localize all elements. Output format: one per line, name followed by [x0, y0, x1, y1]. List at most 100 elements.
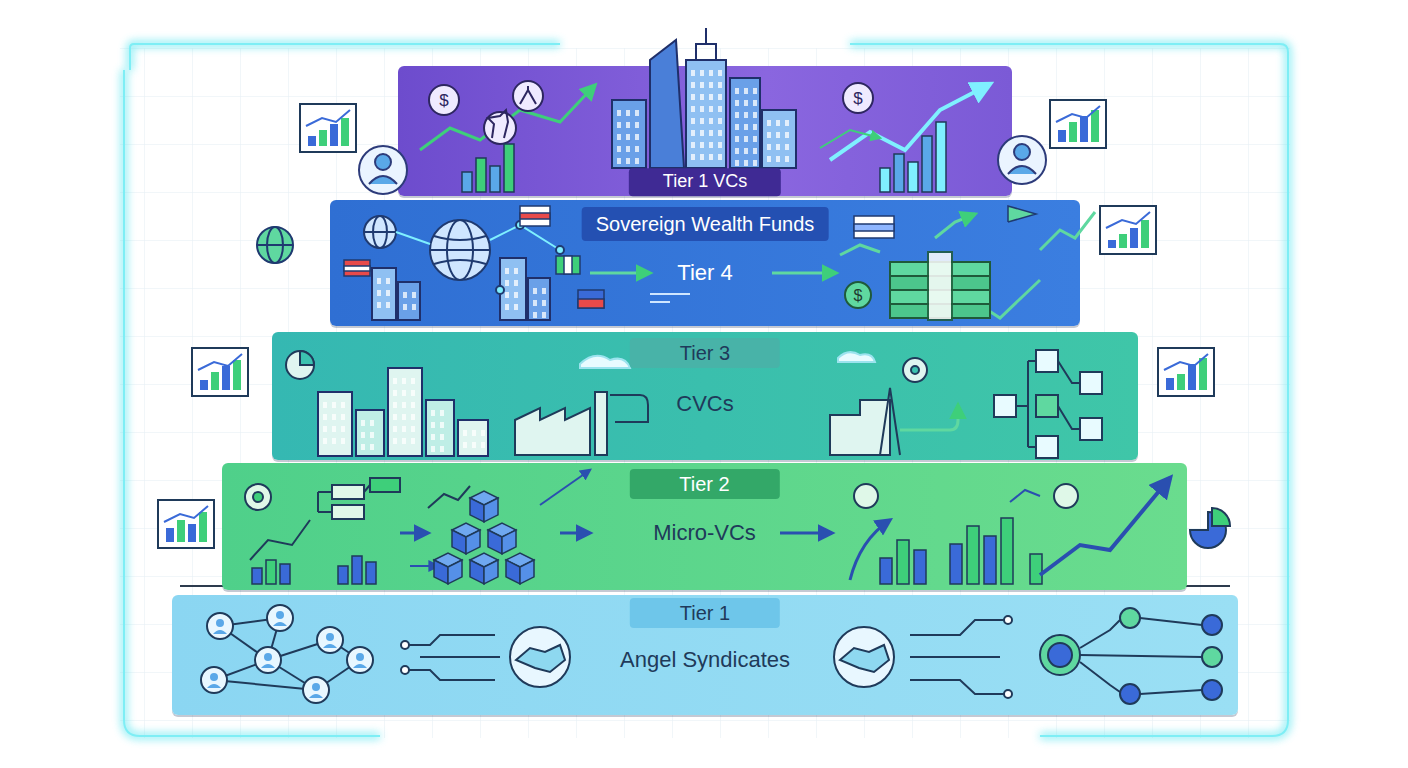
decor-circle	[1004, 690, 1012, 698]
decor-rect	[505, 280, 509, 286]
decor-rect	[341, 402, 345, 408]
decor-rect	[635, 146, 639, 152]
decor-path	[273, 622, 287, 626]
decor-rect	[744, 148, 748, 154]
decor-rect	[1036, 436, 1058, 458]
decor-rect	[578, 290, 604, 308]
decor-circle	[513, 81, 543, 111]
decor-rect	[386, 278, 390, 284]
decor-circle	[911, 366, 919, 374]
decor-rect	[500, 258, 526, 320]
decor-rect	[481, 430, 485, 436]
chart-icons	[158, 100, 1214, 548]
decor-polyline	[1056, 106, 1100, 122]
decor-rect	[472, 430, 476, 436]
decor-rect	[411, 378, 415, 384]
decor-circle	[201, 667, 227, 693]
decor-rect	[1108, 240, 1116, 248]
decor-rect	[528, 278, 550, 320]
decor-circle	[326, 633, 334, 641]
decor-rect	[595, 392, 607, 455]
decor-rect	[199, 512, 207, 542]
decor-rect	[776, 120, 780, 126]
decor-path	[353, 664, 367, 668]
decor-rect	[691, 118, 695, 124]
decor-rect	[332, 414, 336, 420]
decor-rect	[709, 118, 713, 124]
decor-rect	[691, 94, 695, 100]
decor-circle	[1120, 608, 1140, 628]
decor-rect	[854, 216, 894, 238]
decor-rect	[402, 378, 406, 384]
skyline	[318, 28, 796, 456]
decor-polyline	[980, 280, 1040, 318]
band-title: Angel Syndicates	[620, 647, 790, 673]
tier-band: Tier 1 VCs	[398, 66, 1012, 196]
decor-rect	[626, 158, 630, 164]
decor-rect	[533, 300, 537, 306]
decor-circle	[556, 246, 564, 254]
decor-line	[220, 626, 268, 660]
decor-rect	[762, 110, 796, 168]
decor-polyline	[420, 85, 595, 150]
decor-path	[261, 664, 275, 668]
people-network	[201, 605, 373, 703]
decor-rect	[700, 154, 704, 160]
decor-rect	[332, 505, 364, 519]
decor-circle	[834, 627, 894, 687]
decor-path	[434, 236, 486, 264]
handshakes	[510, 627, 894, 687]
bar-charts	[252, 122, 1042, 584]
decor-rect	[744, 124, 748, 130]
decor-circle	[430, 220, 490, 280]
decor-ellipse	[267, 227, 283, 263]
decor-rect	[691, 70, 695, 76]
decor-circle	[216, 619, 224, 627]
decor-rect	[177, 520, 185, 542]
decor-rect	[542, 312, 546, 318]
decor-rect	[709, 142, 713, 148]
decor-rect	[426, 400, 454, 456]
decor-circle	[1202, 615, 1222, 635]
decor-circle	[1202, 680, 1222, 700]
decor-circle	[245, 484, 271, 510]
decor-rect	[388, 368, 422, 456]
decor-rect	[332, 402, 336, 408]
cubes	[434, 491, 534, 584]
decor-circle	[303, 677, 329, 703]
decor-rect	[744, 112, 748, 118]
decor-path	[502, 530, 516, 554]
decor-rect	[967, 526, 979, 584]
decor-rect	[411, 426, 415, 432]
decor-rect	[1069, 122, 1077, 142]
decor-rect	[735, 112, 739, 118]
decor-rect	[393, 426, 397, 432]
decor-circle	[401, 641, 409, 649]
decor-rect	[880, 558, 892, 584]
decor-rect	[542, 288, 546, 294]
decor-rect	[323, 426, 327, 432]
decor-path	[309, 694, 323, 698]
decor-rect	[192, 348, 248, 396]
decor-path	[452, 523, 480, 537]
decor-rect	[211, 372, 219, 390]
decor-rect	[1030, 554, 1042, 584]
decor-rect	[411, 390, 415, 396]
decor-rect	[776, 144, 780, 150]
decor-path	[1008, 206, 1036, 222]
band-title: Tier 4	[677, 260, 732, 286]
decor-rect	[403, 292, 407, 298]
decor-rect	[431, 434, 435, 440]
decor-circle	[356, 653, 364, 661]
circuit-lines	[401, 608, 1222, 704]
decor-path	[488, 523, 516, 537]
decor-rect	[370, 420, 374, 426]
decor-circle	[347, 647, 373, 673]
decor-rect	[398, 282, 420, 320]
decor-rect	[440, 422, 444, 428]
decor-path	[470, 560, 484, 584]
decor-rect	[854, 224, 894, 231]
decor-rect	[691, 82, 695, 88]
decor-path	[207, 684, 221, 688]
decor-rect	[361, 444, 365, 450]
